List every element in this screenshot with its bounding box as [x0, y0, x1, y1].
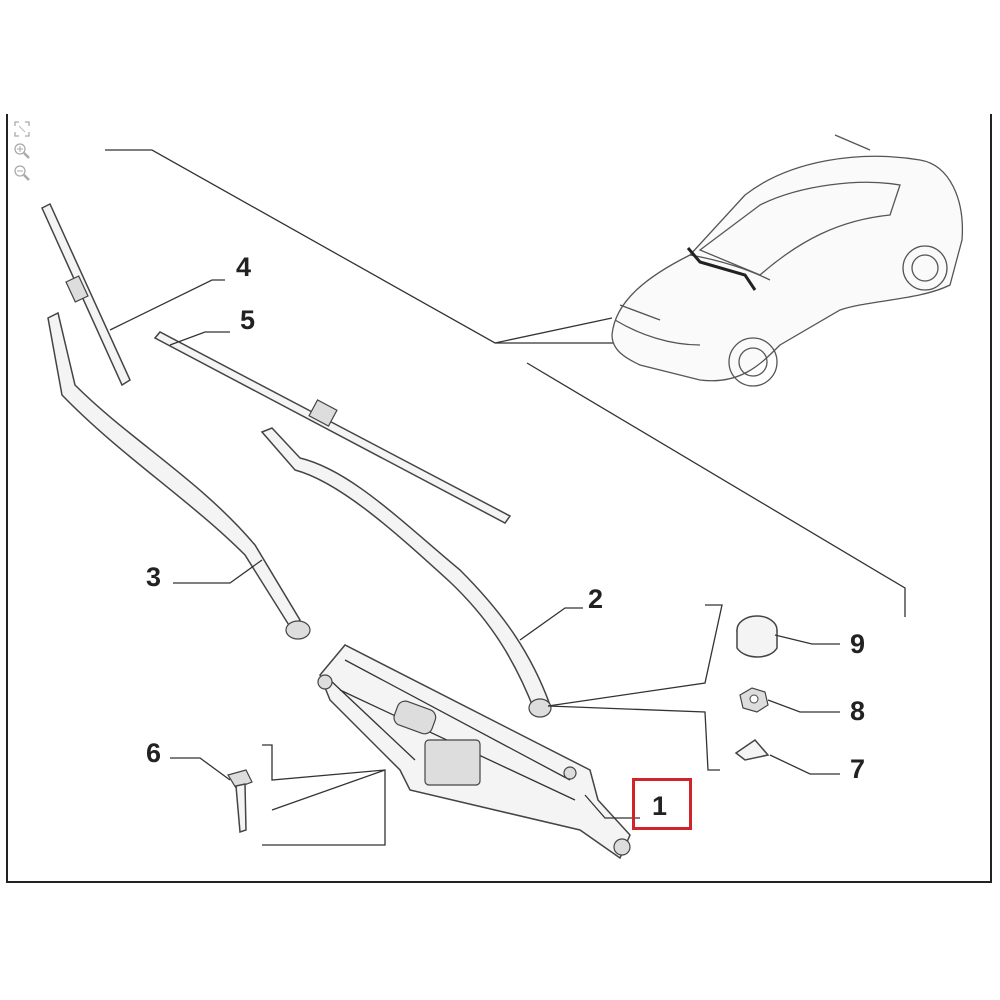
- cap: [734, 739, 770, 761]
- left-wiper-blade: [41, 202, 131, 387]
- nut: [739, 687, 769, 713]
- car-illustration: [611, 134, 964, 387]
- callout-5[interactable]: 5: [240, 305, 255, 335]
- callout-3[interactable]: 3: [146, 562, 161, 592]
- callout-1[interactable]: 1: [652, 791, 667, 821]
- right-wiper-arm: [260, 427, 552, 718]
- wiper-motor-linkage: [317, 644, 631, 860]
- cover: [736, 615, 778, 658]
- zoom-in-icon[interactable]: [12, 142, 32, 160]
- callout-2[interactable]: 2: [588, 584, 603, 614]
- left-wiper-arm: [47, 311, 311, 640]
- callout-9[interactable]: 9: [850, 629, 865, 659]
- zoom-out-icon[interactable]: [12, 164, 32, 182]
- leader-lines: [109, 279, 840, 846]
- diagram-frame: [6, 114, 992, 883]
- fit-screen-icon[interactable]: [12, 120, 32, 138]
- highlight-box-part-1: [632, 778, 692, 830]
- guide-lines: [105, 149, 906, 617]
- callout-7[interactable]: 7: [850, 754, 865, 784]
- right-wiper-blade: [153, 331, 512, 524]
- bolt: [227, 769, 253, 834]
- callout-4[interactable]: 4: [236, 252, 251, 282]
- callout-6[interactable]: 6: [146, 738, 161, 768]
- callout-8[interactable]: 8: [850, 696, 865, 726]
